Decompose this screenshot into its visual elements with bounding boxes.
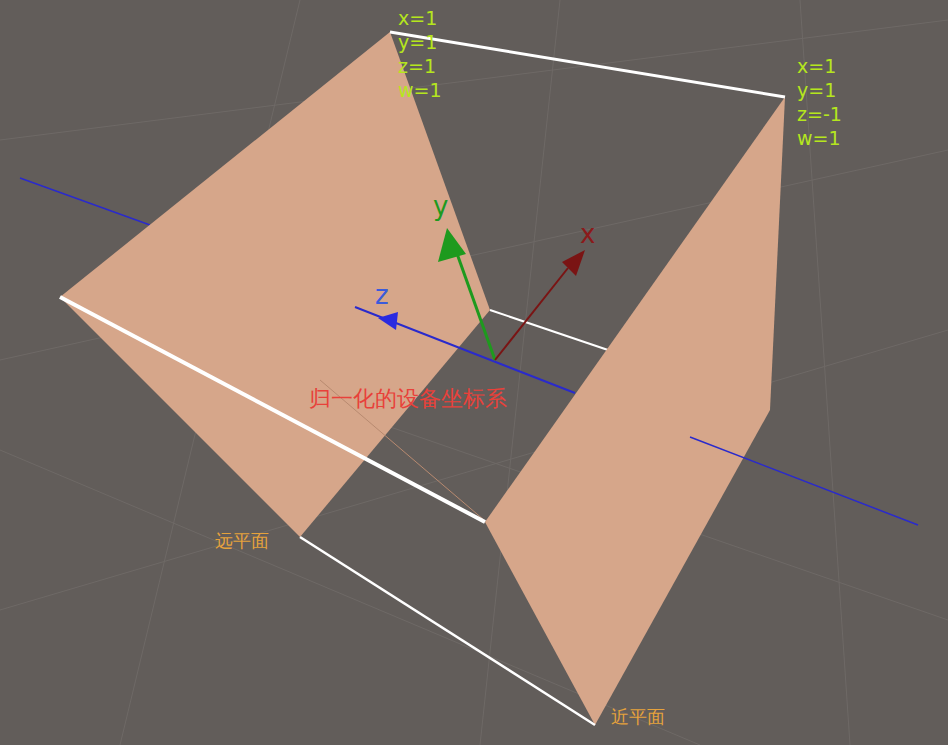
z-axis-line: [690, 437, 918, 525]
x-axis-head: [562, 250, 585, 276]
vertex-coordinate: x=1 y=1 z=-1 w=1: [797, 54, 842, 150]
x-axis-arrow: [495, 268, 568, 360]
z-axis-line: [355, 307, 575, 393]
axis-label: z: [375, 281, 389, 309]
frustum-edge: [300, 537, 595, 725]
plane-label: 远平面: [215, 529, 269, 553]
y-axis-arrow: [455, 248, 495, 360]
y-axis-head: [438, 228, 466, 262]
system-title: 归一化的设备坐标系: [309, 384, 507, 414]
vertex-coordinate: x=1 y=1 z=1 w=1: [398, 6, 442, 102]
axis-label: y: [433, 192, 448, 220]
frustum-edge: [390, 32, 785, 97]
near-plane: [485, 97, 785, 725]
far-plane: [60, 32, 490, 537]
z-axis-line: [20, 178, 150, 225]
plane-label: 近平面: [611, 705, 665, 729]
z-axis-head: [378, 312, 398, 330]
axis-label: x: [580, 220, 595, 248]
